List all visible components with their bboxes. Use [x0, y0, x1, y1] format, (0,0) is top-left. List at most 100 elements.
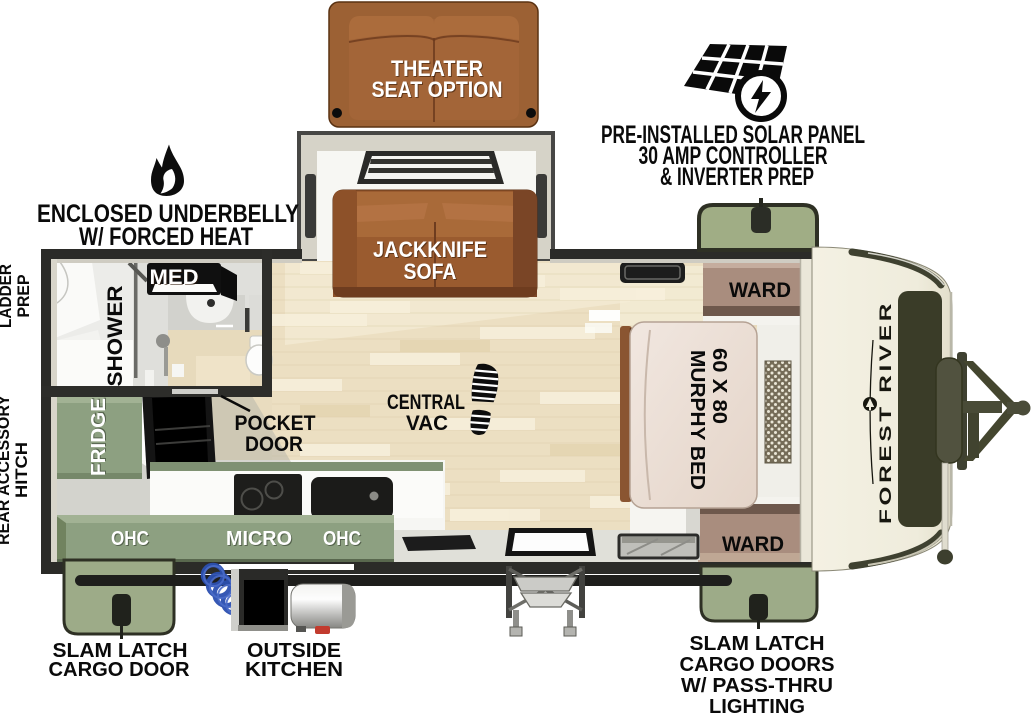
outside-kitchen-opening — [219, 564, 354, 570]
step-tread-2 — [519, 592, 573, 608]
label-ward-bottom: WARD — [722, 533, 784, 556]
ohc-cabinet-bottom — [55, 559, 394, 564]
top-wall-left — [41, 249, 302, 259]
outside-kitchen — [200, 562, 356, 634]
cap-band-top — [848, 248, 945, 289]
label-cargo-left-1: SLAM LATCH — [53, 640, 188, 662]
solar-panel-icon — [684, 43, 787, 122]
bed-fold-seam — [643, 329, 651, 501]
brand-swoosh — [869, 339, 874, 485]
entry-mat — [402, 535, 476, 551]
floor-plank-dark-segments-rect — [300, 405, 370, 417]
label-outside-kitchen-2: KITCHEN — [245, 659, 343, 681]
flame-inner — [160, 169, 176, 194]
roof-vent — [620, 262, 685, 283]
tank-foot — [296, 626, 306, 632]
cargo-door-left-latch — [112, 594, 131, 626]
bootprint-icon-line — [468, 420, 492, 426]
label-ladder-prep-1: LADDER — [0, 264, 15, 328]
vanity-side — [249, 295, 263, 330]
floor-plank-light-segments-rect — [560, 288, 665, 300]
griddle-side — [231, 569, 239, 631]
label-cargo-right-4: LIGHTING — [709, 696, 805, 718]
med-cabinet-side — [221, 266, 237, 301]
entry — [402, 528, 700, 560]
label-ohc-right: OHC — [323, 528, 361, 550]
fridge-cabinet-base — [55, 473, 142, 479]
brand-logo-icon-rect — [869, 407, 871, 411]
cargo-door-top-stem — [759, 198, 763, 207]
step-rail-left — [506, 566, 512, 618]
label-cargo-right-1: SLAM LATCH — [690, 633, 825, 655]
step-foot — [509, 626, 523, 637]
step-tread-1 — [512, 576, 579, 592]
solar-bolt — [751, 80, 771, 113]
label-underbelly-2: W/ FORCED HEAT — [79, 223, 253, 251]
label-fridge: FRIDGE — [88, 398, 110, 476]
step-leg — [567, 610, 573, 629]
label-ohc-left: OHC — [111, 528, 149, 550]
label-underbelly-1: ENCLOSED UNDERBELLY — [37, 200, 299, 228]
front-cap — [811, 246, 953, 572]
shower-head — [156, 334, 170, 348]
entry-steps — [506, 566, 585, 637]
floor-plank-light-segments-rect — [272, 379, 342, 391]
label-solar-1: PRE-INSTALLED SOLAR PANEL — [601, 121, 865, 149]
floor-plank-light-segments-rect — [300, 444, 390, 456]
fridge-door — [152, 396, 208, 468]
bathroom-right-wall — [262, 249, 272, 397]
top-wall-inner-right — [550, 259, 813, 263]
flame-body — [151, 144, 184, 196]
cap-front-panel — [898, 291, 942, 527]
sofa-back — [336, 192, 534, 237]
left-wall — [41, 249, 51, 574]
slideout-window-bar1 — [370, 159, 492, 164]
step-well-line — [626, 538, 659, 555]
counter-backsplash — [150, 462, 443, 473]
jack-foot — [937, 549, 953, 565]
label-solar-3: & INVERTER PREP — [660, 163, 814, 191]
cargo-door-left-stem — [120, 626, 123, 639]
label-jackknife-1: JACKKNIFE — [373, 237, 487, 262]
ward-bottom-face — [698, 553, 812, 562]
label-murphy-2: MURPHY BED — [686, 350, 708, 490]
floor-plank-dark-segments-rect — [550, 444, 640, 456]
sink-drain — [369, 491, 379, 501]
shower-head-stem — [164, 347, 168, 376]
label-theater-1: THEATER — [391, 56, 483, 81]
floor-plank-light-segments-rect — [272, 314, 367, 326]
label-central-vac-1: CENTRAL — [387, 391, 465, 414]
slideout-side-window-right — [536, 174, 547, 238]
bed-wall-gap-top — [703, 316, 812, 325]
cooktop-burner — [264, 480, 284, 500]
right-wall-face — [800, 259, 813, 562]
bootprint-icon-line — [471, 375, 501, 381]
hitch-slab — [935, 357, 963, 464]
theater-dot-left — [332, 108, 342, 118]
label-rear-hitch-2: HITCH — [12, 442, 31, 498]
sink — [311, 477, 393, 519]
label-cargo-right-3: W/ PASS-THRU — [681, 675, 833, 697]
fridge-cabinet-top — [55, 396, 142, 403]
sofa-back-cushion-left — [352, 203, 428, 222]
ward-bottom-edge — [698, 504, 812, 514]
floor-plank-light-segments-rect — [370, 353, 460, 365]
theater-back-cushion-right — [434, 16, 519, 40]
hitch — [935, 352, 1031, 565]
step-well-line — [660, 539, 691, 556]
bed-sofa-backrest — [764, 360, 792, 464]
bathroom-wood-light — [196, 356, 250, 388]
ward-top-edge — [703, 306, 812, 316]
bath-niche-divider — [245, 308, 250, 332]
brand-logo-icon — [863, 397, 877, 411]
cooktop-burner — [240, 487, 264, 511]
brand-wordmark: FOREST RIVER — [877, 300, 895, 524]
hitch-ball — [1015, 400, 1031, 416]
ohc-cabinet-side — [55, 515, 66, 564]
bootprint-icon-line — [470, 382, 501, 388]
sofa-arm-left — [333, 190, 357, 297]
left-wall-inner — [51, 259, 57, 562]
bathroom-bottom-wall — [41, 386, 272, 397]
shower-curve — [56, 261, 69, 304]
